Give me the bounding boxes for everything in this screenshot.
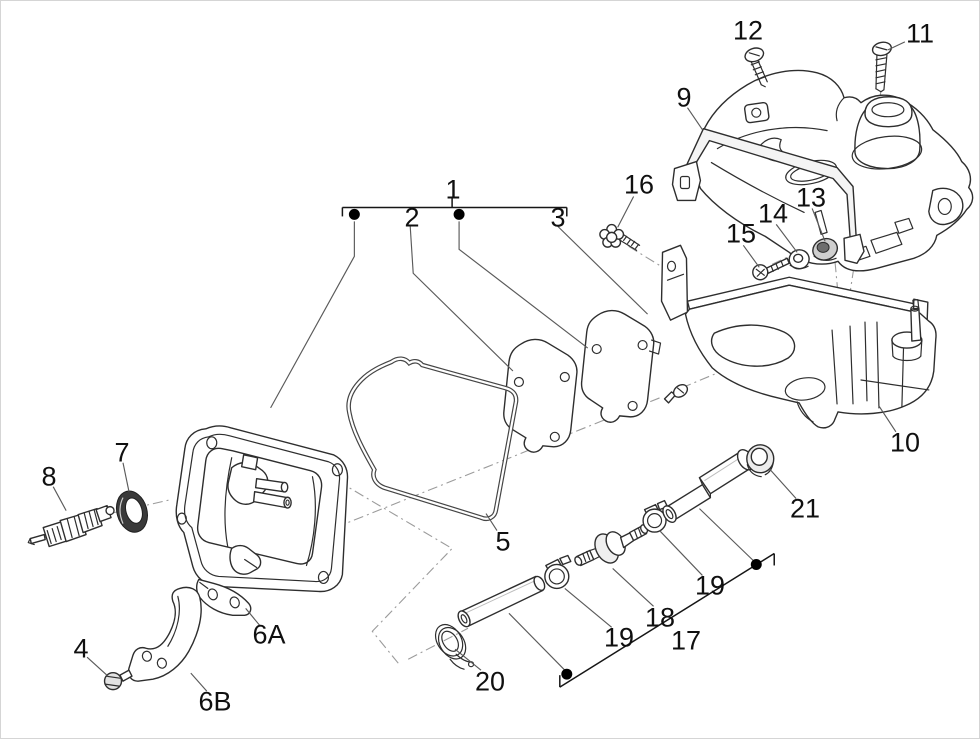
leader-line-11: [887, 41, 906, 51]
check-valve-18: [574, 524, 649, 567]
bullet-marker-4: [750, 558, 762, 570]
leader-line-10: [878, 405, 897, 433]
hinge-tab: [660, 244, 689, 321]
leader-line-4: [86, 656, 109, 677]
centerline-8: [335, 397, 660, 529]
screw-11: [871, 41, 892, 93]
spark-plug-cap-tube: [662, 448, 755, 524]
hose-clamp-19-right: [642, 499, 669, 533]
washer-14: [788, 249, 810, 270]
gasket-plate-3: [580, 309, 662, 423]
annotations-layer: [52, 41, 906, 692]
centerline-6: [320, 470, 453, 664]
cap-21: [746, 444, 775, 478]
centerline-2: [846, 90, 882, 313]
leader-line-5: [485, 513, 498, 531]
bullet-marker-3: [561, 668, 573, 680]
frame-foot-right: [843, 233, 865, 264]
spark-plug-8: [27, 504, 115, 548]
gasket-plate-2: [503, 338, 578, 453]
leader-line-19b: [659, 530, 703, 576]
leader-line-7: [122, 462, 130, 492]
grommet-13: [812, 237, 839, 261]
leader-line-6B: [190, 672, 208, 692]
leader-line-20: [454, 648, 482, 671]
leader-line-19a: [564, 587, 613, 628]
frame-9: [671, 127, 865, 264]
bolt-4: [103, 669, 133, 691]
mount-ear: [928, 187, 964, 226]
gasket-screw: [663, 384, 689, 404]
breather-hose: [457, 575, 546, 628]
bullet-marker-1: [348, 208, 360, 220]
screw-15: [752, 257, 790, 281]
leader-line-15: [742, 244, 760, 268]
leader-line-bullet-1: [270, 221, 355, 409]
leader-line-16: [617, 196, 635, 228]
lower-frame-10: [660, 244, 937, 429]
screw-12: [744, 47, 768, 88]
leader-line-14: [775, 224, 798, 253]
leader-line-13: [811, 208, 826, 242]
frame-foot-left: [671, 160, 702, 202]
bullet-marker-2: [453, 208, 465, 220]
bracket-17: [559, 552, 775, 688]
leader-line-6A: [245, 607, 261, 626]
centerline-10: [772, 255, 790, 265]
leader-line-18: [612, 568, 654, 607]
leader-line-9: [686, 107, 703, 130]
screw-boss: [743, 101, 770, 124]
leader-line-21: [769, 469, 797, 500]
leader-line-bullet-3: [508, 612, 567, 672]
leader-line-3: [557, 225, 648, 315]
leader-line-8: [52, 486, 67, 511]
bracket-6b: [127, 586, 202, 682]
o-ring-gasket-5: [346, 356, 519, 522]
leader-line-bullet-4: [699, 508, 755, 562]
thumb-screw-16: [599, 223, 641, 251]
cylinder-head-cover: [175, 425, 349, 593]
hose-clamp-19-left: [544, 554, 572, 590]
leader-line-bullet-2: [458, 221, 589, 349]
spark-plug-seal-7: [115, 490, 148, 533]
leader-line-2: [409, 226, 514, 372]
centerline-3: [628, 245, 668, 271]
